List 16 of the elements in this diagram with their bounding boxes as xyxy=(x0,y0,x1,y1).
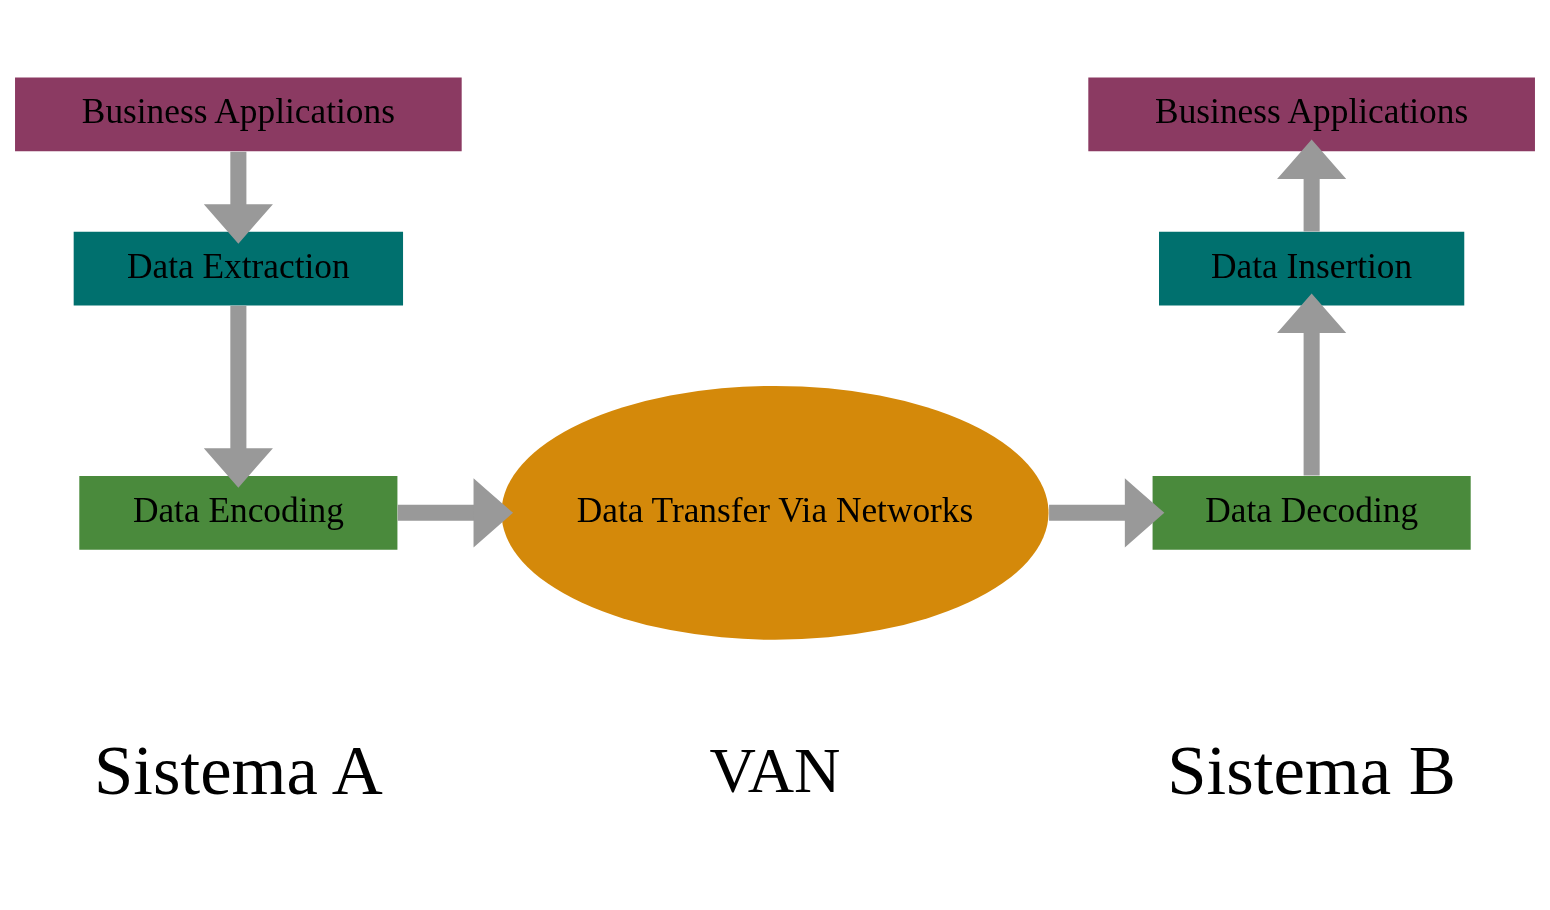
node-box: Business Applications xyxy=(15,77,462,152)
node-box: Data Encoding xyxy=(79,475,398,550)
arrow xyxy=(397,478,514,548)
node-box: Business Applications xyxy=(1088,77,1535,152)
label: Sistema A xyxy=(94,731,383,810)
node-box: Data Insertion xyxy=(1159,231,1465,306)
node-box: Data Extraction xyxy=(73,231,404,306)
node-box: Data Decoding xyxy=(1152,475,1471,550)
node-ellipse: Data Transfer Via Networks xyxy=(501,385,1049,640)
arrow xyxy=(203,305,273,488)
arrow xyxy=(1277,139,1347,232)
node-label: VAN xyxy=(709,735,841,807)
arrow xyxy=(1049,478,1165,548)
label: Sistema B xyxy=(1167,731,1456,810)
arrow xyxy=(203,151,273,244)
arrow xyxy=(1277,293,1347,476)
